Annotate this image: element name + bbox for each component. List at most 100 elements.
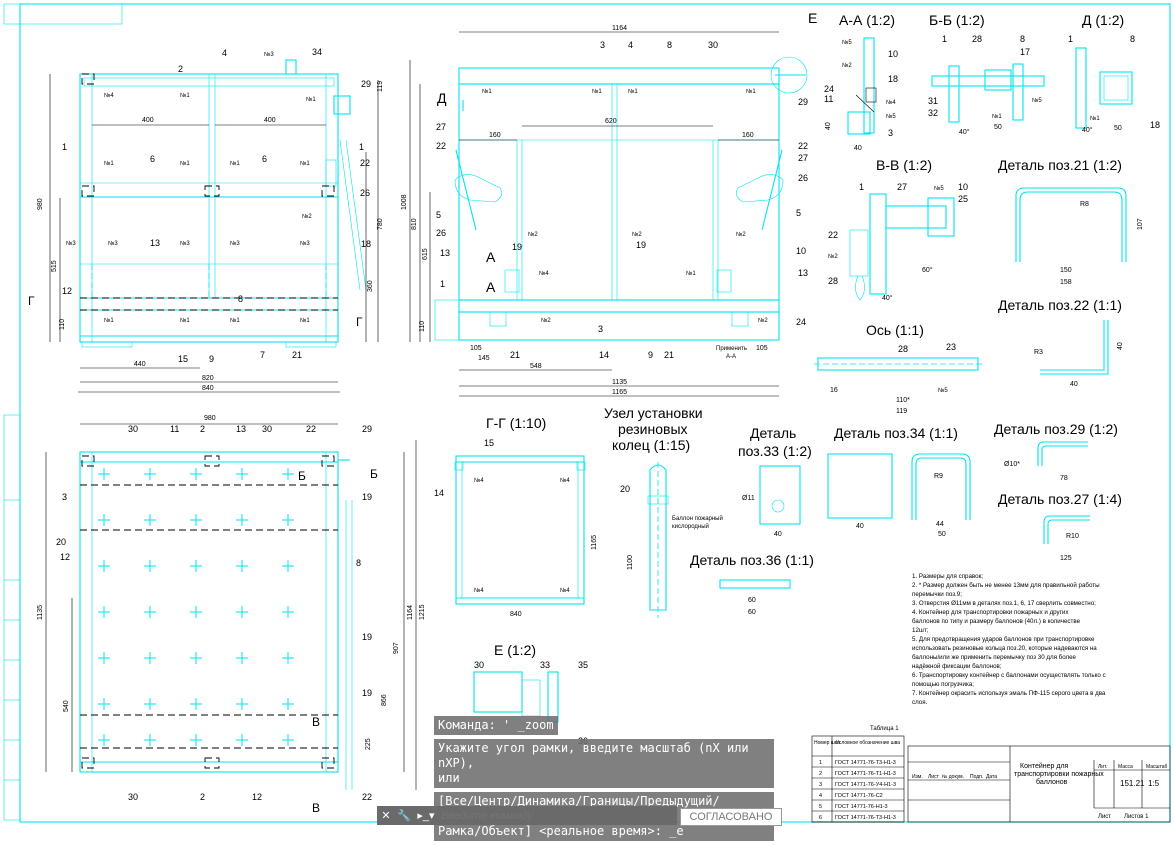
- ref-n1-a: №1: [180, 92, 190, 99]
- aa-balloon-11: 11: [824, 94, 833, 104]
- os-ref-n5: №5: [938, 387, 948, 394]
- drawing-canvas[interactable]: .c{stroke:#00e5ef;fill:none;stroke-width…: [0, 0, 1173, 825]
- pv-balloon-3: 3: [62, 492, 67, 502]
- front-view-dimensions: 400 400 820 840 440 980 515 110 780 360 …: [37, 74, 384, 393]
- title-sheets: Листов 1: [1124, 814, 1149, 820]
- vv-balloon-10: 10: [958, 182, 968, 192]
- dim-780: 780: [377, 218, 384, 230]
- title-lit: Лит.: [1098, 764, 1107, 770]
- dim-360: 360: [367, 280, 374, 292]
- sv-ref-n1-d: №1: [746, 88, 756, 95]
- wrench-icon[interactable]: 🔧: [397, 810, 411, 822]
- note-primenit-1: Применить: [716, 346, 747, 352]
- view-title-bb: Б-Б (1:2): [929, 12, 985, 28]
- sv-balloon-5: 5: [436, 210, 441, 220]
- command-input[interactable]: [439, 808, 677, 823]
- detail-os: Ось (1:1) 28 23 110* 119 16 №5: [814, 322, 984, 415]
- cylinder-mark: [190, 652, 202, 664]
- aa-balloon-18: 18: [888, 74, 898, 84]
- sv-balloon-27: 27: [436, 122, 446, 132]
- sv-balloon-26b: 26: [798, 173, 808, 183]
- det34-dim-50: 50: [938, 531, 946, 538]
- view-title-det33-1: Деталь: [750, 425, 796, 441]
- ref-n3-c: №3: [180, 240, 190, 247]
- cylinder-mark: [98, 514, 110, 526]
- pv-balloon-30c: 30: [128, 792, 138, 802]
- ref-n1-b: №1: [306, 96, 316, 103]
- pv-balloon-22b: 22: [362, 792, 372, 802]
- view-title-det27: Деталь поз.27 (1:4): [998, 491, 1122, 507]
- cylinder-mark: [236, 698, 248, 710]
- cylinder-mark: [190, 560, 202, 572]
- pv-balloon-19: 19: [362, 492, 372, 502]
- title-name-2: транспортировки пожарных: [1014, 771, 1104, 778]
- cylinder-mark: [144, 652, 156, 664]
- sv-balloon-10: 10: [796, 246, 806, 256]
- cylinder-mark: [236, 560, 248, 572]
- cylinder-mark: [144, 514, 156, 526]
- front-view: [79, 59, 367, 348]
- view-title-vv: В-В (1:2): [876, 157, 932, 173]
- plan-view: [79, 451, 353, 790]
- note-line: 4. Контейнер для транспортировки пожарны…: [912, 609, 1069, 616]
- cylinder-mark: [144, 734, 156, 746]
- dim-1164: 1164: [612, 25, 627, 32]
- view-title-uzel-3: колец (1:15): [612, 437, 690, 453]
- gg-ref-n4-a: №4: [474, 477, 484, 484]
- cylinder-mark: [282, 652, 294, 664]
- sv-balloon-24: 24: [796, 317, 806, 327]
- command-prompt-icon[interactable]: ▸_▾: [417, 810, 435, 822]
- command-history-line-2: Укажите угол рамки, введите масштаб (nX …: [434, 739, 774, 788]
- dim-866: 866: [381, 694, 388, 706]
- view-title-det36: Деталь поз.36 (1:1): [690, 552, 814, 568]
- dim-160-a: 160: [489, 132, 501, 139]
- cylinder-mark: [144, 468, 156, 480]
- pv-balloon-12: 12: [60, 552, 70, 562]
- ref-n1-g: №1: [104, 317, 114, 324]
- pv-balloon-22: 22: [306, 424, 316, 434]
- gg-balloon-15: 15: [484, 438, 494, 448]
- cylinder-mark: [190, 698, 202, 710]
- aa-ref-n4: №4: [886, 99, 896, 106]
- dim-620: 620: [605, 118, 617, 125]
- note-balloon-1: Баллон пожарный: [672, 515, 723, 522]
- balloon-1: 1: [62, 142, 67, 152]
- balloon-8: 8: [238, 294, 243, 304]
- sv-balloon-1: 1: [440, 279, 445, 289]
- vv-balloon-22: 22: [828, 230, 838, 240]
- sv-balloon-29: 29: [798, 97, 808, 107]
- detail-aa: А-А (1:2) 10 18 3 24 11 №5 №2 №4 №5 40 4…: [824, 12, 898, 152]
- dim-1165: 1165: [612, 389, 627, 396]
- table-cell-symbol: ГОСТ 14771-76-Н1-3: [835, 804, 888, 810]
- note-line: 6. Транспортировку контейнер с баллонами…: [912, 672, 1106, 679]
- title-block: Контейнер для транспортировки пожарных б…: [907, 745, 1171, 823]
- view-title-det33-2: поз.33 (1:2): [738, 443, 812, 459]
- note-line: слоя.: [912, 699, 928, 706]
- title-col-doc: № докум.: [942, 774, 964, 780]
- det21-dim-150: 150: [1060, 267, 1072, 274]
- vv-balloon-25: 25: [958, 194, 968, 204]
- os-balloon-23: 23: [946, 342, 956, 352]
- table-cell-symbol: ГОСТ 14771-76-Т1-Н1-3: [835, 771, 896, 777]
- pv-balloon-19c: 19: [362, 688, 372, 698]
- balloon-9: 9: [209, 354, 214, 364]
- sv-balloon-14: 14: [599, 350, 609, 360]
- title-name-3: баллонов: [1036, 778, 1068, 786]
- ref-n1-h: №1: [180, 317, 190, 324]
- det34-r9: R9: [934, 473, 943, 480]
- bb-balloon-31: 31: [928, 96, 938, 106]
- gg-dim-1165: 1165: [591, 535, 598, 550]
- aa-ref-n5-a: №5: [842, 39, 852, 46]
- det21-dim-107: 107: [1137, 218, 1144, 230]
- title-name-1: Контейнер для: [1020, 762, 1069, 770]
- det36-dim-60b: 60: [748, 609, 756, 616]
- os-dim-16: 16: [830, 387, 838, 394]
- ref-n1-c: №1: [104, 160, 114, 167]
- close-icon[interactable]: ✕: [381, 810, 391, 822]
- side-view: [434, 56, 808, 341]
- note-line: 5. Для предотвращения ударов баллонов пр…: [912, 636, 1095, 643]
- table-title: Таблица 1: [870, 726, 899, 732]
- bb-ref-n1: №1: [992, 113, 1002, 120]
- sv-ref-n1-a: №1: [482, 88, 492, 95]
- aa-balloon-24: 24: [824, 84, 834, 94]
